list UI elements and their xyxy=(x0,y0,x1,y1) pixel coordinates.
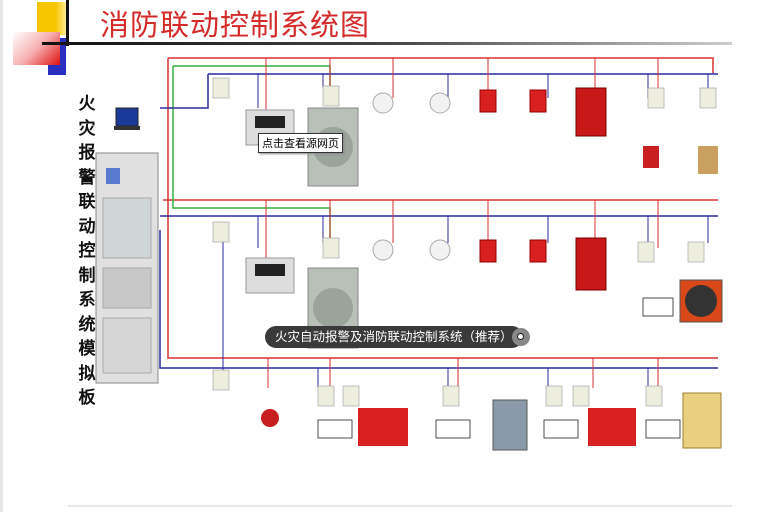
fire-linkage-diagram xyxy=(68,48,732,466)
decor-square-pink xyxy=(13,32,60,65)
source-link-tooltip[interactable]: 点击查看源网页 xyxy=(258,133,343,153)
image-caption[interactable]: 火灾自动报警及消防联动控制系统（推荐） xyxy=(265,326,523,348)
slide-edge xyxy=(0,0,3,512)
decor-vertical-line xyxy=(66,0,69,46)
side-label: 火灾报警联动控制系统模拟板 xyxy=(78,94,96,408)
decor-square-yellow xyxy=(37,2,68,35)
bottom-divider xyxy=(68,505,732,507)
play-circle-icon[interactable] xyxy=(512,328,530,346)
title-underline xyxy=(42,42,732,45)
slide-title: 消防联动控制系统图 xyxy=(100,8,371,42)
